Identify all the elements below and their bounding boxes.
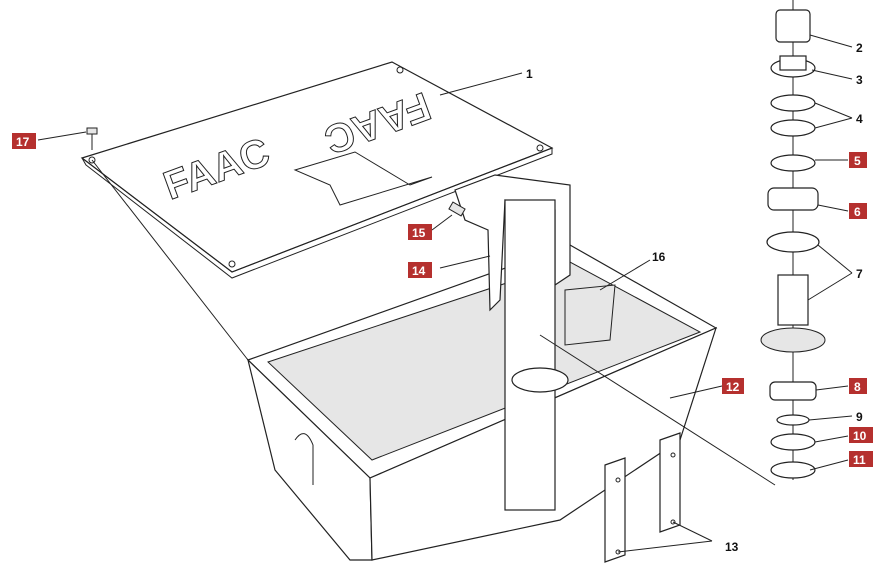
label-8: 8 [854,380,861,394]
label-13: 13 [725,540,739,554]
gear-bracket [454,174,616,511]
label-4: 4 [856,112,863,126]
label-15: 15 [412,226,426,240]
label-9: 9 [856,410,863,424]
shaft-bearing-stack [539,0,826,486]
label-7: 7 [856,267,863,281]
leader-lines [37,34,853,553]
label-14: 14 [412,264,426,278]
cover-plate: FAAC FAAC [80,61,554,279]
label-11: 11 [853,453,866,467]
bolt-15 [448,201,466,217]
label-10: 10 [853,429,867,443]
label-12: 12 [726,380,740,394]
label-3: 3 [856,73,863,87]
label-6: 6 [854,205,861,219]
screw-17 [86,127,98,150]
label-1: 1 [526,67,533,81]
label-16: 16 [652,250,666,264]
label-17: 17 [16,135,30,149]
part-labels: 1 2 3 4 5 6 7 8 9 10 11 12 13 14 15 16 1… [12,41,873,554]
release-bars [604,432,681,563]
label-5: 5 [854,154,861,168]
label-2: 2 [856,41,863,55]
